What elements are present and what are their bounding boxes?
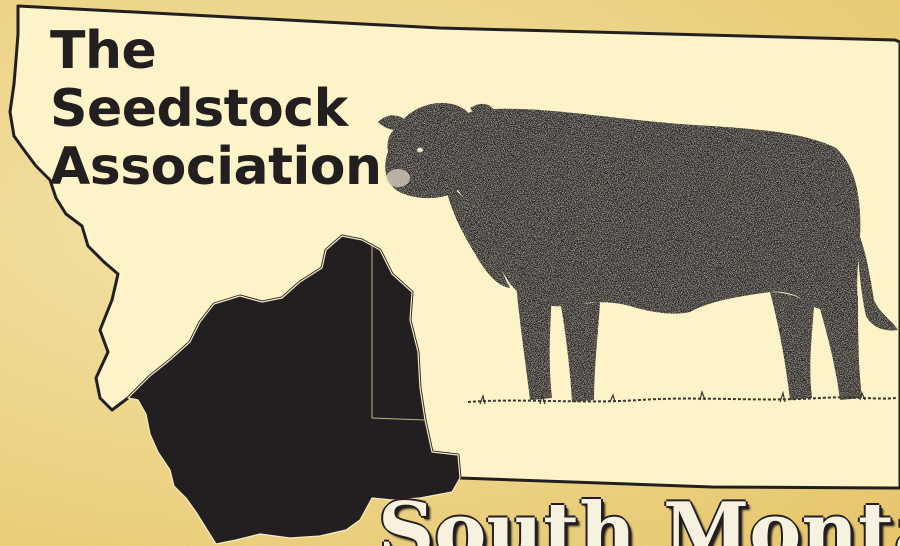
association-title: The Seedstock Association	[50, 22, 382, 196]
angus-bull-icon	[378, 102, 898, 405]
title-line-the: The	[50, 21, 157, 81]
county-line	[371, 246, 426, 421]
region-banner: South Monta	[378, 486, 900, 546]
title-line-association: Association	[50, 137, 382, 197]
southwest-region-icon	[127, 235, 461, 545]
title-line-seedstock: Seedstock	[50, 79, 348, 139]
